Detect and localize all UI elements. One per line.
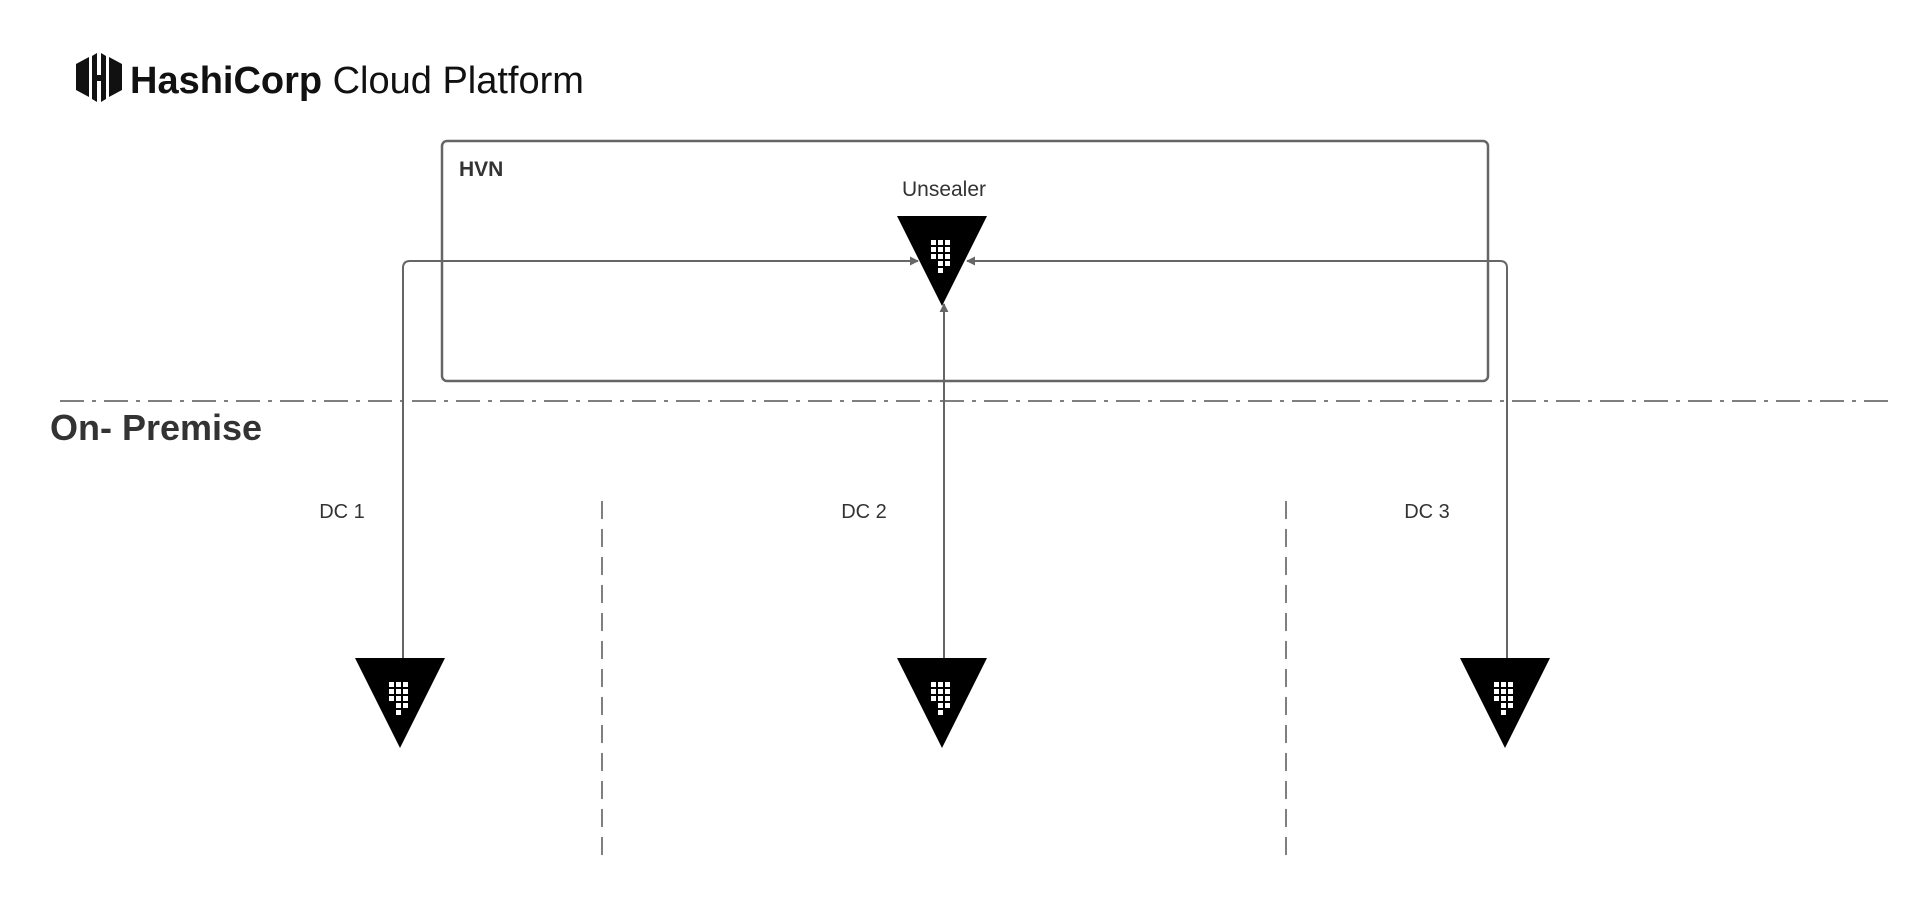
dc-2-label: DC 2 (841, 501, 887, 523)
svg-text:HashiCorp Cloud Platform: HashiCorp Cloud Platform (130, 60, 584, 102)
dc-1-label: DC 1 (319, 501, 365, 523)
on-premise-label: On- Premise (50, 407, 262, 448)
dc-3-vault-icon (1460, 658, 1550, 748)
dc-1-to-unsealer-connector (402, 256, 919, 662)
dc-3-to-unsealer-connector (966, 256, 1508, 662)
brand-header: HashiCorp Cloud Platform (76, 53, 584, 102)
hashicorp-logo-icon (76, 53, 122, 102)
brand-name: HashiCorp (130, 60, 322, 102)
dc-2-vault-icon (897, 658, 987, 748)
hvn-label: HVN (459, 158, 503, 181)
unsealer-label: Unsealer (902, 178, 986, 201)
dc-3-label: DC 3 (1404, 501, 1450, 523)
dc-1-vault-icon (355, 658, 445, 748)
brand-product: Cloud Platform (333, 60, 584, 102)
